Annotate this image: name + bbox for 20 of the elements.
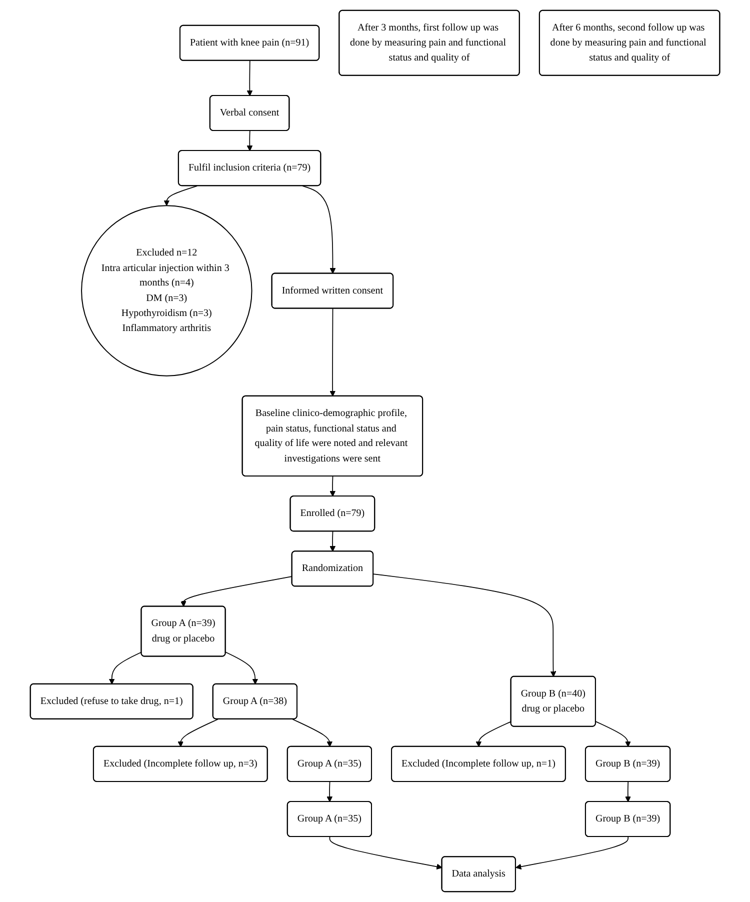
- arrow: [180, 576, 293, 607]
- arrow: [108, 652, 142, 684]
- arrow: [302, 186, 336, 274]
- arrow: [330, 531, 336, 552]
- arrow: [178, 718, 218, 748]
- arrow: [292, 718, 332, 748]
- arrow: [246, 130, 253, 152]
- arrow: [476, 721, 512, 748]
- arrow: [330, 308, 336, 397]
- arrow: [326, 781, 332, 802]
- arrow: [246, 60, 253, 96]
- arrow: [595, 721, 631, 748]
- node-circle: Excluded n=12 Intra articular injection within 3 months (n=4) DM (n=3) Hypothyroidism (n=3) Inflammatory arthritis: [81, 205, 252, 376]
- arrow: [329, 836, 442, 870]
- arrow: [330, 476, 336, 497]
- arrow: [624, 781, 631, 802]
- arrow: [164, 186, 198, 206]
- arrow: [372, 574, 556, 677]
- arrow: [225, 652, 258, 684]
- arrow: [516, 836, 629, 870]
